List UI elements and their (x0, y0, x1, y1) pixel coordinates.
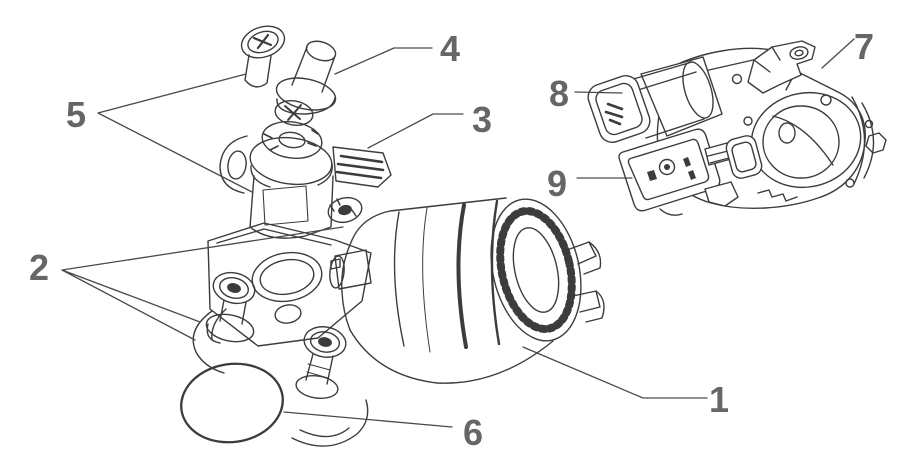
callout-6: 6 (463, 412, 483, 453)
mounting-flange (205, 222, 372, 399)
injector-assembly-drawing (180, 25, 605, 447)
flange-bolt-top (240, 25, 286, 88)
callout-8: 8 (549, 73, 569, 114)
callout-labels: 1 2 3 4 5 6 7 8 9 (29, 26, 874, 453)
idle-boss (659, 135, 763, 216)
injector-body (219, 100, 392, 239)
callout-leader-4 (334, 47, 433, 75)
throttle-body-drawing (587, 40, 887, 216)
callout-1: 1 (709, 379, 729, 420)
callout-4: 4 (440, 28, 460, 69)
fuel-pipe-joint (275, 40, 337, 115)
callout-leader-1 (522, 346, 708, 399)
diaphragm-ball (180, 308, 369, 447)
callout-leaders (61, 38, 855, 428)
callout-9: 9 (547, 163, 567, 204)
line-art (180, 25, 887, 447)
callout-leader-7 (821, 38, 855, 69)
throttle-bore (750, 91, 887, 202)
mounting-bracket (747, 40, 816, 94)
callout-5: 5 (66, 94, 86, 135)
callout-7: 7 (854, 26, 874, 67)
callout-leader-5 (97, 73, 253, 193)
callout-2: 2 (29, 247, 49, 288)
callout-leader-3 (367, 113, 464, 149)
intake-duct (329, 197, 605, 384)
callout-leader-2 (61, 226, 344, 341)
callout-leader-6 (283, 411, 453, 428)
callout-3: 3 (472, 99, 492, 140)
callout-leader-8 (574, 91, 623, 94)
